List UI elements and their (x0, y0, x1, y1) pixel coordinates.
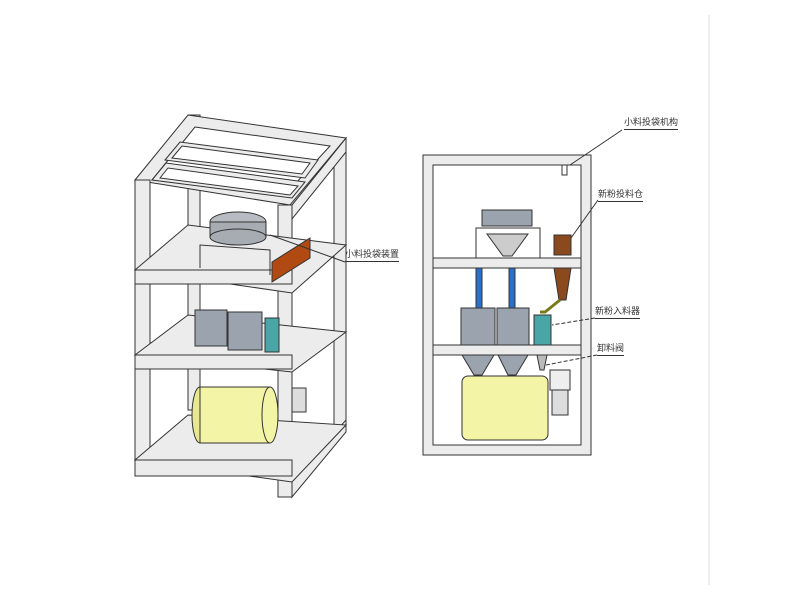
label-powder-feeder: 新粉入料器 (595, 307, 641, 319)
shelf-2 (432, 344, 582, 356)
powder-bin (194, 309, 228, 347)
leader-lines (269, 129, 623, 366)
front-post (134, 179, 151, 476)
mixer-drum (461, 375, 549, 441)
powder-bin (460, 307, 496, 346)
powder-hopper (553, 234, 572, 256)
back-post (333, 137, 347, 426)
bag-rack (271, 237, 311, 283)
pipe (508, 267, 516, 311)
top-hopper (481, 209, 533, 227)
label-bag-device: 小料投袋装置 (345, 250, 400, 262)
motor (291, 387, 307, 413)
motor (549, 369, 571, 391)
label-bag-mechanism: 小料投袋机构 (624, 118, 679, 130)
shelf-1 (432, 257, 582, 269)
feeder-box (264, 317, 280, 353)
pipe (475, 267, 483, 311)
bag-mechanism (561, 164, 568, 176)
front-frame-view (422, 154, 592, 456)
label-discharge-valve: 卸料阀 (597, 344, 625, 356)
mixer-drum (199, 386, 271, 444)
discharge-valve (536, 354, 548, 371)
isometric-frame-view (133, 114, 348, 499)
powder-bin (496, 307, 530, 346)
powder-bin (227, 311, 263, 351)
feeder-box (533, 314, 552, 346)
label-powder-hopper: 新粉投料仓 (598, 190, 644, 202)
